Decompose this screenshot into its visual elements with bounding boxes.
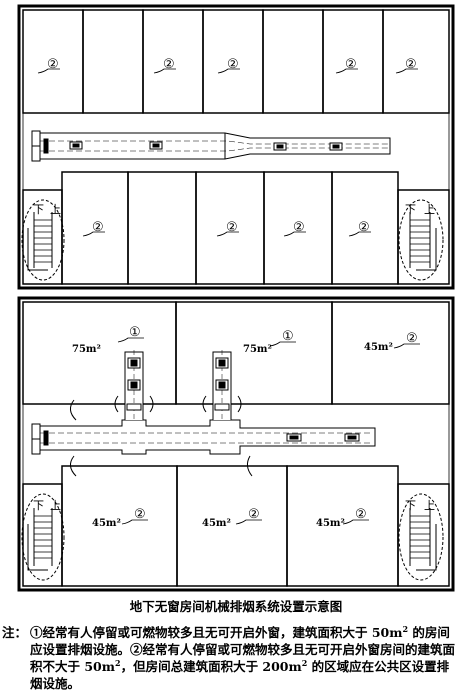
superscript: 2 <box>114 657 121 668</box>
room-marker: ② <box>248 507 260 522</box>
room-marker: ② <box>355 507 367 522</box>
note-item-2-text: ②经常有人停留或可燃物较多且无可开启外窗房间的建筑面积不大于 50m <box>30 642 456 674</box>
plan-2-labels: 75m² ① 75m² ① 45m² ② 45m² ② 45m² ② 45m² … <box>33 325 435 529</box>
room-marker: ② <box>226 220 238 235</box>
plan-2-top-rooms <box>22 301 450 405</box>
note-item-1-text: ①经常有人停留或可燃物较多且无可开启外窗，建筑面积大于 50m <box>30 625 403 640</box>
plan-1-smoke-duct <box>31 130 391 162</box>
room-marker: ② <box>405 57 417 72</box>
figure-caption: 地下无窗房间机械排烟系统设置示意图 <box>129 599 343 614</box>
plan-2-stair-right <box>397 483 450 587</box>
room-marker: ① <box>282 329 294 344</box>
room-area-label: 45m² <box>364 342 393 353</box>
stair-up-label: 上 <box>424 499 435 512</box>
plan-2-smoke-duct <box>31 350 376 477</box>
plan-1-markers: ② ② ② ② ② ② ② ② ② 下 上 下 上 <box>33 57 435 235</box>
stair-down-label: 下 <box>405 203 416 216</box>
plan-2-stair-left <box>21 483 65 587</box>
plan-2 <box>17 296 455 592</box>
plan-2-leaders <box>117 337 420 525</box>
stair-down-label: 下 <box>33 203 44 216</box>
note-item-1: ①经常有人停留或可燃物较多且无可开启外窗，建筑面积大于 50m2 的房间应设置排… <box>30 624 460 692</box>
plan-1-bottom-rooms <box>61 171 399 285</box>
stair-up-label: 上 <box>424 203 435 216</box>
room-marker: ② <box>227 57 239 72</box>
note-item-1-text-end: 的房间应设置排烟设施。 <box>30 625 450 657</box>
stair-down-label: 下 <box>33 499 44 512</box>
superscript: 2 <box>402 623 409 634</box>
superscript: 2 <box>301 657 308 668</box>
plan-1-leaders <box>37 68 418 237</box>
room-area-label: 75m² <box>72 344 101 355</box>
figure-note: 注： ①经常有人停留或可燃物较多且无可开启外窗，建筑面积大于 50m2 的房间应… <box>2 624 460 692</box>
room-area-label: 75m² <box>243 344 272 355</box>
room-marker: ② <box>47 57 59 72</box>
plan-1 <box>17 4 455 290</box>
room-marker: ② <box>92 220 104 235</box>
room-marker: ② <box>134 507 146 522</box>
room-area-label: 45m² <box>202 518 231 529</box>
room-marker: ② <box>406 331 418 346</box>
room-marker: ① <box>129 325 141 340</box>
room-marker: ② <box>163 57 175 72</box>
stair-up-label: 上 <box>50 203 61 216</box>
stair-up-label: 上 <box>50 499 61 512</box>
plan-1-stair-left <box>21 189 65 285</box>
room-marker: ② <box>358 220 370 235</box>
room-area-label: 45m² <box>92 518 121 529</box>
note-item-2-text-end: 的区域应在公共区设置排烟设施。 <box>30 659 450 691</box>
note-label: 注： <box>2 625 28 640</box>
plan-1-stair-right <box>397 189 450 285</box>
room-area-label: 45m² <box>316 518 345 529</box>
room-marker: ② <box>293 220 305 235</box>
plan-1-top-rooms <box>22 9 450 114</box>
note-item-2-text-mid: ，但房间总建筑面积大于 200m <box>120 659 302 674</box>
stair-down-label: 下 <box>405 499 416 512</box>
room-marker: ② <box>345 57 357 72</box>
